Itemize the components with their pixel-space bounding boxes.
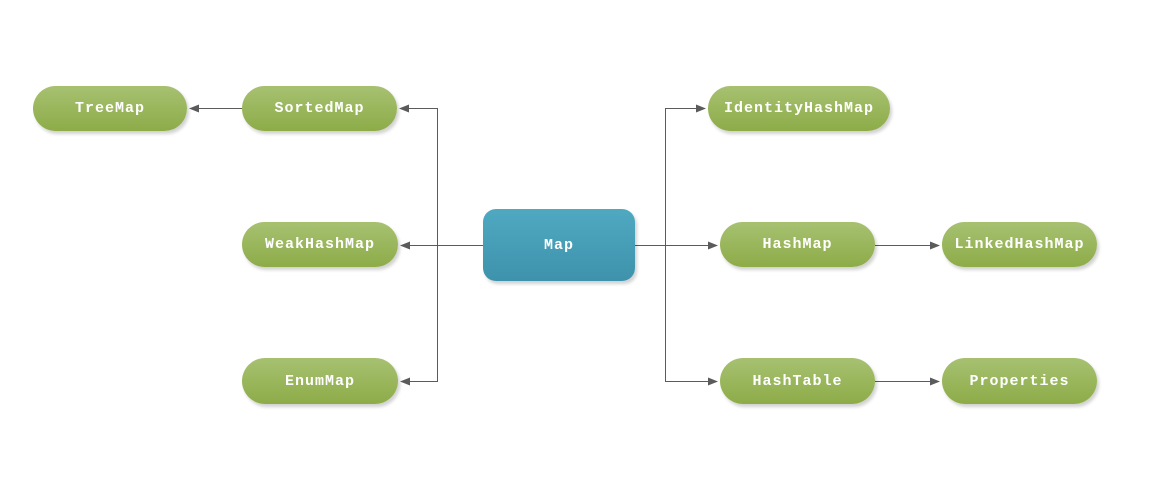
node-identityhashmap[interactable]: IdentityHashMap [708,86,890,131]
node-properties[interactable]: Properties [942,358,1097,404]
node-identityhashmap-label: IdentityHashMap [723,100,875,117]
node-sortedmap-label: SortedMap [274,100,365,117]
node-weakhashmap-label: WeakHashMap [264,236,376,253]
node-enummap-label: EnumMap [284,372,355,390]
node-sortedmap[interactable]: SortedMap [242,86,397,131]
node-linkedhashmap-label: LinkedHashMap [954,236,1085,253]
node-hashmap[interactable]: HashMap [720,222,875,267]
node-weakhashmap[interactable]: WeakHashMap [242,222,398,267]
node-map[interactable]: Map [483,209,635,281]
edge-map-enummap [400,245,438,386]
node-hashmap-label: HashMap [762,236,833,253]
node-hashtable[interactable]: HashTable [720,358,875,404]
node-map-label: Map [543,236,574,254]
edge-map-sortedmap [399,104,438,246]
node-properties-label: Properties [969,372,1070,390]
node-linkedhashmap[interactable]: LinkedHashMap [942,222,1097,267]
node-treemap-label: TreeMap [74,100,145,117]
edge-map-identityhashmap [665,104,706,246]
edge-map-hashtable [665,245,718,386]
node-enummap[interactable]: EnumMap [242,358,398,404]
node-treemap[interactable]: TreeMap [33,86,187,131]
node-hashtable-label: HashTable [752,372,843,390]
